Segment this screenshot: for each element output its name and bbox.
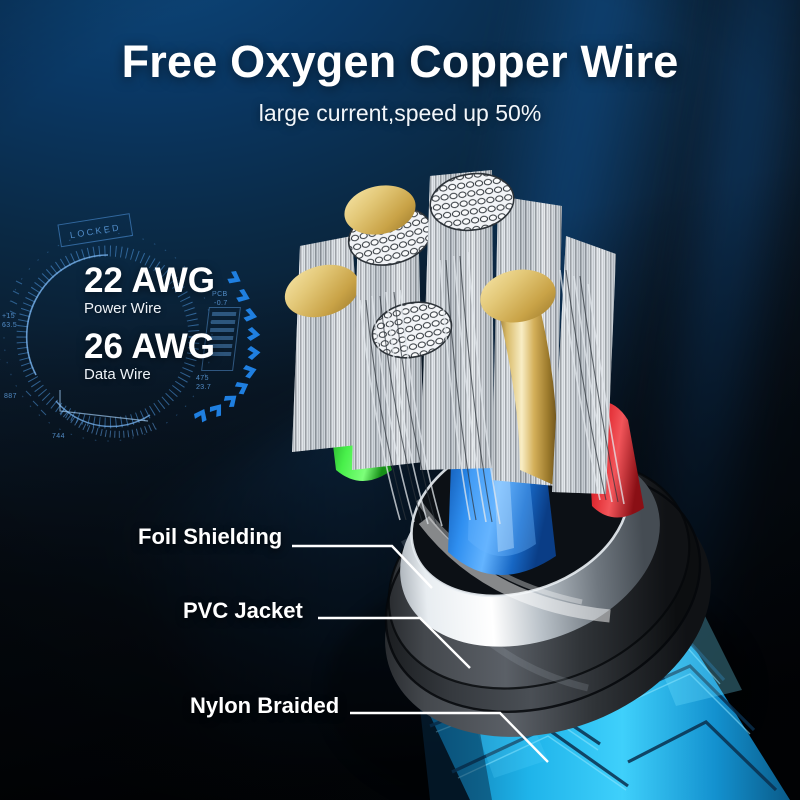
gold-cap-upper-left xyxy=(344,185,416,235)
gold-cap-right xyxy=(480,269,556,323)
leader-pvc-jacket xyxy=(318,616,471,669)
hud-chevron-arrows xyxy=(194,271,261,423)
hud-bracket xyxy=(59,390,149,422)
hud-side-ticks xyxy=(9,280,47,416)
callout-nylon-braided: Nylon Braided xyxy=(190,693,340,718)
callout-pvc-jacket: PVC Jacket xyxy=(183,598,303,623)
hud-readout: PCB xyxy=(212,291,228,298)
hud-readout: 744 xyxy=(52,433,65,440)
hud-readout: -0.7 xyxy=(214,300,228,307)
hud-readout: +15 xyxy=(2,313,16,320)
hud-readout: 23.7 xyxy=(196,384,212,391)
power-wire-gauge: 22 AWG xyxy=(84,261,215,300)
hud-readout: 475 xyxy=(196,375,209,382)
hud-lower-arc xyxy=(55,400,151,428)
leader-nylon-braided xyxy=(350,711,549,763)
hud-readout: 921 xyxy=(0,355,1,362)
strand-fan-overlay xyxy=(359,251,625,527)
hud-outer-dash-arc xyxy=(3,232,213,442)
data-wire-gauge: 26 AWG xyxy=(84,327,215,366)
power-wire-label: Power Wire xyxy=(84,300,162,317)
hud-gauge-graphic: LOCKED +15 63.5 921 887 744 475 23.7 PCB… xyxy=(0,213,300,455)
callout-foil-shielding: Foil Shielding xyxy=(138,524,283,549)
data-wire-label: Data Wire xyxy=(84,366,151,383)
hud-readout: 63.5 xyxy=(2,322,18,329)
hud-readout: 887 xyxy=(4,393,17,400)
strand-fan-shadow xyxy=(365,255,619,525)
page-title: Free Oxygen Copper Wire xyxy=(121,36,679,87)
gold-shaft-right xyxy=(496,292,558,486)
page-subtitle: large current,speed up 50% xyxy=(258,100,542,126)
strand-face-top xyxy=(429,172,515,232)
callout-leader-lines xyxy=(292,544,549,763)
hud-tick-ring xyxy=(16,245,200,429)
hud-inner-arc xyxy=(25,254,109,376)
hud-spec-block: 22 AWG Power Wire 26 AWG Data Wire xyxy=(84,263,215,395)
gold-cap-lower-left xyxy=(284,264,360,318)
leader-foil-shielding xyxy=(292,544,433,589)
